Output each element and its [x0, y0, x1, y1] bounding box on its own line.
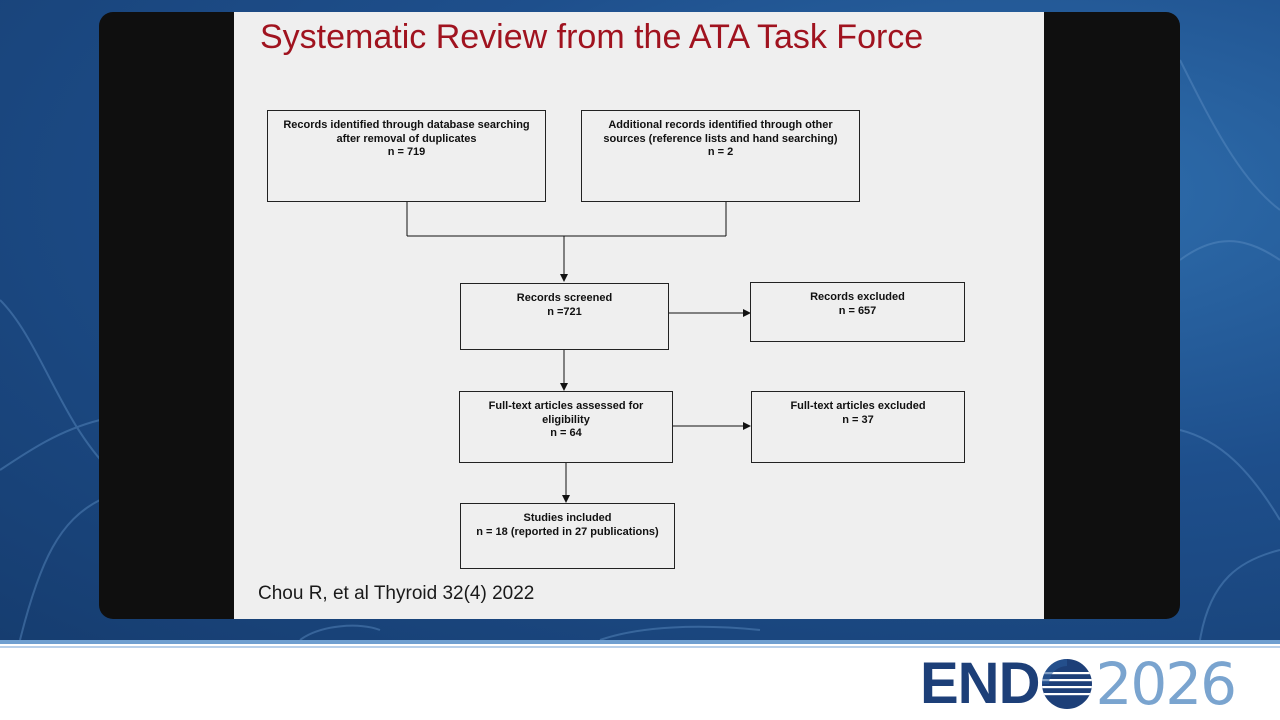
- background-vein-pattern: [0, 59, 1280, 640]
- globe-icon: [1042, 659, 1093, 709]
- box-line: n = 37: [842, 413, 874, 426]
- box-identified-other: Additional records identified through ot…: [581, 110, 860, 202]
- box-line: n = 64: [550, 427, 582, 439]
- box-line: Records screened: [516, 292, 613, 304]
- box-line: n =721: [547, 305, 582, 318]
- box-line: n = 2: [707, 146, 734, 158]
- slide: Systematic Review from the ATA Task Forc…: [234, 12, 1044, 619]
- box-fulltext-assessed: Full-text articles assessed for eligibil…: [459, 391, 673, 463]
- endo-2026-logo: END 2026: [920, 650, 1237, 718]
- slide-title: Systematic Review from the ATA Task Forc…: [260, 18, 924, 56]
- citation: Chou R, et al Thyroid 32(4) 2022: [258, 583, 535, 604]
- box-line: sources (reference lists and hand search…: [603, 132, 838, 145]
- box-line: Full-text articles assessed for: [488, 400, 644, 412]
- box-records-screened: Records screened n =721: [460, 283, 669, 350]
- box-identified-database: Records identified through database sear…: [267, 110, 546, 202]
- footer-stripe: [0, 640, 1280, 644]
- box-line: eligibility: [542, 413, 590, 426]
- box-line: Records identified through database sear…: [283, 119, 530, 131]
- footer-stripe-thin: [0, 646, 1280, 648]
- box-studies-included: Studies included n = 18 (reported in 27 …: [460, 503, 675, 569]
- box-line: Studies included: [523, 512, 612, 524]
- logo-end-text: END: [920, 651, 1040, 716]
- box-line: Full-text articles excluded: [790, 400, 926, 412]
- flowchart-connectors: [406, 202, 751, 503]
- box-line: Additional records identified through ot…: [608, 119, 833, 131]
- box-line: n = 657: [838, 304, 877, 317]
- box-line: after removal of duplicates: [336, 132, 477, 145]
- box-line: n = 719: [387, 146, 426, 158]
- box-fulltext-excluded: Full-text articles excluded n = 37: [751, 391, 965, 463]
- box-records-excluded: Records excluded n = 657: [750, 282, 965, 342]
- logo-year-text: 2026: [1095, 650, 1237, 718]
- box-line: Records excluded: [810, 291, 905, 303]
- box-line: n = 18 (reported in 27 publications): [476, 525, 659, 538]
